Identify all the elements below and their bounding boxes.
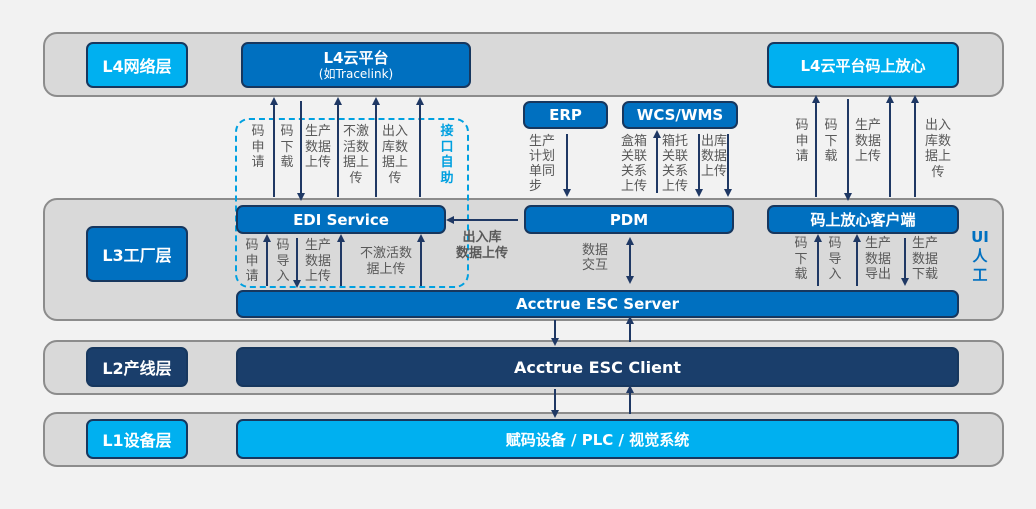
interface-self-help-label: 接 口 自 助 [440, 124, 454, 186]
client-flow-code-import: 码 导 入 [828, 236, 842, 282]
flow-code-download: 码 下 载 [280, 124, 294, 170]
pdm-flow-data-exchange: 数据 交互 [582, 243, 609, 273]
layer-label-l2: L2产线层 [86, 347, 188, 387]
edi-flow-code-apply: 码 申 请 [245, 238, 259, 284]
flow-production-upload: 生产 数据 上传 [304, 124, 331, 170]
flow-erp-plan-sync: 生产 计划 单同 步 [529, 134, 556, 194]
msfx-flow-production-upload: 生产 数据 上传 [854, 118, 881, 164]
flow-inactive-upload: 不激 活数 据上 传 [342, 124, 369, 186]
layer-label-l1: L1设备层 [86, 419, 188, 459]
l4-cloud-platform-sub: (如Tracelink) [318, 66, 394, 81]
layer-label-l4: L4网络层 [86, 42, 188, 88]
interface-self-help-group [235, 118, 469, 288]
edi-service-box: EDI Service [236, 205, 446, 234]
flow-pdm-to-edi-inout: 出入库 数据上传 [456, 230, 509, 261]
l4-mashangfangxin-box: L4云平台码上放心 [767, 42, 959, 88]
pdm-box: PDM [524, 205, 734, 234]
msfx-flow-code-download: 码 下 载 [824, 118, 838, 164]
client-flow-code-download: 码 下 载 [794, 236, 808, 282]
client-flow-production-download: 生产 数据 下载 [911, 236, 938, 282]
msfx-flow-code-apply: 码 申 请 [795, 118, 809, 164]
flow-inout-upload: 出入 库数 据上 传 [381, 124, 408, 186]
device-systems-box: 赋码设备 / PLC / 视觉系统 [236, 419, 959, 459]
edi-flow-inactive-upload: 不激活数 据上传 [359, 246, 412, 277]
flow-case-pallet-upload: 箱托 关联 关系 上传 [662, 134, 689, 194]
esc-server-box: Acctrue ESC Server [236, 290, 959, 318]
flow-outbound-upload: 出库 数据 上传 [701, 134, 728, 179]
erp-box: ERP [523, 101, 608, 129]
msfx-flow-inout-upload: 出入 库数 据上 传 [924, 118, 951, 180]
client-flow-production-export: 生产 数据 导出 [864, 236, 891, 282]
esc-client-box: Acctrue ESC Client [236, 347, 959, 387]
wcs-wms-box: WCS/WMS [622, 101, 738, 129]
msfx-client-box: 码上放心客户端 [767, 205, 959, 234]
flow-code-apply: 码 申 请 [251, 124, 265, 170]
flow-box-case-upload: 盒箱 关联 关系 上传 [621, 134, 648, 194]
ui-manual-label: UI 人 工 [971, 228, 989, 284]
layer-label-l3: L3工厂层 [86, 226, 188, 282]
edi-flow-code-import: 码 导 入 [276, 238, 290, 284]
l4-cloud-platform-title: L4云平台 [323, 48, 389, 67]
edi-flow-production-upload: 生产 数据 上传 [304, 238, 331, 284]
l4-cloud-platform-box: L4云平台 (如Tracelink) [241, 42, 471, 88]
